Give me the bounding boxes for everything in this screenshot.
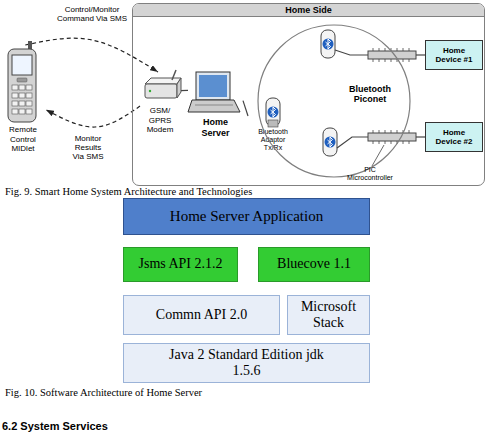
phone-key xyxy=(19,85,25,90)
home-side-panel: Home SideGSM/ GPRS ModemHome ServerBluet… xyxy=(132,3,485,186)
layer-box: Bluecove 1.1 xyxy=(258,247,370,282)
modem-antenna xyxy=(172,70,176,80)
modem-body xyxy=(145,84,177,98)
node-text: Home Server xyxy=(196,117,236,138)
cable-link xyxy=(180,90,188,91)
layer-box: Home Server Application xyxy=(123,198,370,235)
node-text: Home Server Application xyxy=(170,208,323,225)
layer-box: Commn API 2.0 xyxy=(123,295,280,335)
node-text: Jsms API 2.1.2 xyxy=(138,256,222,272)
phone-key xyxy=(12,93,18,98)
server-node: Home Server xyxy=(188,70,243,138)
node-text: Bluetooth Adaptor Tx/Rx xyxy=(254,128,292,152)
node-text: Microsoft Stack xyxy=(290,299,368,331)
modem-side xyxy=(177,78,181,98)
phone-key xyxy=(26,93,32,98)
bluetooth-rune xyxy=(328,137,333,147)
node-text: Home Device #2 xyxy=(432,128,476,146)
phone-key xyxy=(26,101,32,106)
phone-key xyxy=(19,101,25,106)
cable-link xyxy=(401,136,425,137)
cable-link xyxy=(243,101,248,116)
modem-top xyxy=(145,78,181,84)
sms-link xyxy=(25,38,158,72)
device-box: Home Device #1 xyxy=(425,40,483,70)
adaptor-node: Bluetooth Adaptor Tx/Rx xyxy=(248,92,298,152)
node-text: GSM/ GPRS Modem xyxy=(140,106,180,134)
figure-caption: Fig. 10. Software Architecture of Home S… xyxy=(5,387,445,399)
phone-key xyxy=(26,109,32,114)
phone-key xyxy=(19,109,25,114)
part-label: PIC Microcontroller xyxy=(345,166,395,182)
bluetooth-rune xyxy=(326,39,331,49)
edge-label: Monitor Results Via SMS xyxy=(71,134,105,162)
sms-link xyxy=(46,106,140,127)
node-text: Bluetooth Piconet xyxy=(343,84,397,105)
phone-body xyxy=(8,49,36,122)
layer-box: Java 2 Standard Edition jdk 1.5.6 xyxy=(123,343,370,383)
modem-led xyxy=(149,90,151,92)
dongle-body xyxy=(266,98,280,126)
piconet-outline xyxy=(257,24,411,178)
phone-key xyxy=(17,78,27,82)
dongle-plug xyxy=(268,120,278,127)
laptop-base xyxy=(188,100,240,112)
laptop-lid xyxy=(196,72,230,100)
pic-board xyxy=(368,133,416,141)
phone-keypad xyxy=(12,85,32,114)
phone-screen xyxy=(12,55,32,75)
dongle-wire xyxy=(335,50,396,55)
phone-key xyxy=(12,85,18,90)
node-text: Home Device #1 xyxy=(432,46,476,64)
bluetooth-rune xyxy=(271,107,276,117)
dongle-body xyxy=(321,30,335,58)
phone-key xyxy=(26,85,32,90)
bluetooth-symbol xyxy=(268,107,279,118)
bluetooth-symbol xyxy=(323,39,334,50)
phone-key xyxy=(19,93,25,98)
dongle-body xyxy=(323,128,337,156)
phone-node: Remote Control MIDlet xyxy=(0,45,46,153)
panel-header: Home Side xyxy=(133,4,484,17)
node-text: Java 2 Standard Edition jdk 1.5.6 xyxy=(162,347,332,379)
laptop-keys xyxy=(195,105,233,106)
piconet-circle-line xyxy=(258,25,410,177)
bluetooth-symbol xyxy=(325,137,336,148)
layer-box: Microsoft Stack xyxy=(287,295,370,335)
phone-antenna xyxy=(28,41,32,51)
figure-caption: Fig. 9. Smart Home System Architecture a… xyxy=(5,186,445,198)
section-heading: 6.2 System Services xyxy=(2,420,302,433)
phone-key xyxy=(12,101,18,106)
laptop-screen xyxy=(199,75,227,97)
piconet-circle: Bluetooth Piconet xyxy=(257,24,411,178)
phone-key xyxy=(12,109,18,114)
cable-link xyxy=(394,54,425,55)
node-text: Bluecove 1.1 xyxy=(277,256,351,272)
modem-node: GSM/ GPRS Modem xyxy=(140,72,180,134)
dongle-wire xyxy=(337,137,402,148)
edge-label: Control/Monitor Command Via SMS xyxy=(52,5,132,23)
node-text: Commn API 2.0 xyxy=(156,307,247,323)
node-text: Remote Control MIDlet xyxy=(0,125,46,153)
layer-box: Jsms API 2.1.2 xyxy=(123,247,238,282)
device-box: Home Device #2 xyxy=(425,122,483,152)
